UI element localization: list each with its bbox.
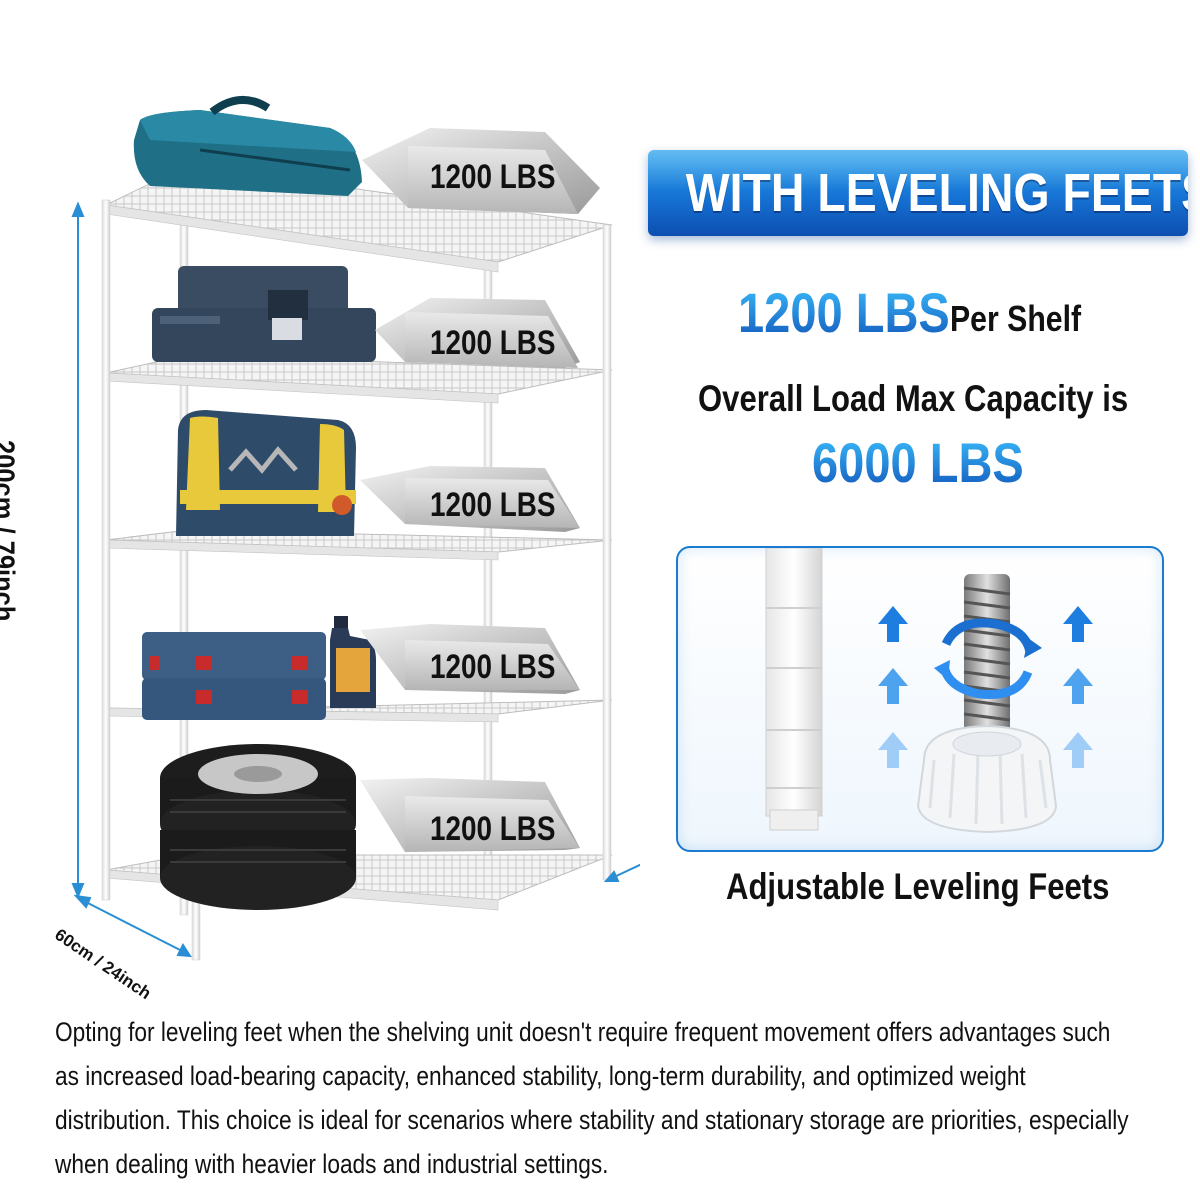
- shelf-weight-label: 1200 LBS: [430, 810, 556, 848]
- height-dimension-arrow: [71, 201, 85, 899]
- toolbox-stack: [152, 266, 376, 362]
- leveling-feet-panel: [676, 546, 1164, 852]
- overall-capacity-value: 6000 LBS: [812, 431, 1024, 494]
- shelf-weight-label: 1200 LBS: [430, 648, 556, 686]
- tire-stack: [160, 744, 356, 910]
- shelf-weight-label: 1200 LBS: [430, 324, 556, 362]
- shelf-weight-label: 1200 LBS: [430, 486, 556, 524]
- up-arrow-icon: [878, 606, 1093, 768]
- weight-tray: [360, 624, 580, 694]
- description-paragraph: Opting for leveling feet when the shelvi…: [55, 1017, 1129, 1179]
- height-dimension-label: 200cm / 79inch: [0, 440, 20, 622]
- weight-tray: [360, 778, 580, 852]
- shelving-unit-illustration: [71, 95, 640, 961]
- weight-tray: [362, 128, 600, 214]
- rotation-arrow-icon: [934, 618, 1042, 700]
- leveling-foot-illustration: [765, 548, 1093, 834]
- threaded-bolt: [963, 574, 1011, 744]
- depth-dimension-arrow: [73, 894, 192, 958]
- banner-title: WITH LEVELING FEETS: [685, 163, 1188, 223]
- oil-bottle: [330, 616, 376, 708]
- per-shelf-value: 1200 LBS: [738, 281, 950, 344]
- tool-carrier: [176, 410, 356, 536]
- callout-line: [603, 863, 640, 882]
- shelf-weight-label: 1200 LBS: [430, 158, 556, 196]
- leveling-feet-caption: Adjustable Leveling Feets: [726, 866, 1110, 907]
- weight-tray: [375, 298, 580, 368]
- weight-tray: [360, 466, 580, 532]
- per-shelf-suffix: Per Shelf: [950, 298, 1082, 339]
- tool-cases: [142, 632, 326, 720]
- per-shelf-capacity: 1200 LBS Per Shelf: [738, 280, 1081, 345]
- post-tube: [765, 548, 823, 831]
- foot-base: [916, 724, 1058, 834]
- feature-banner: WITH LEVELING FEETS: [648, 150, 1188, 236]
- overall-capacity-label: Overall Load Max Capacity is: [698, 378, 1129, 419]
- tool-bag: [133, 95, 362, 196]
